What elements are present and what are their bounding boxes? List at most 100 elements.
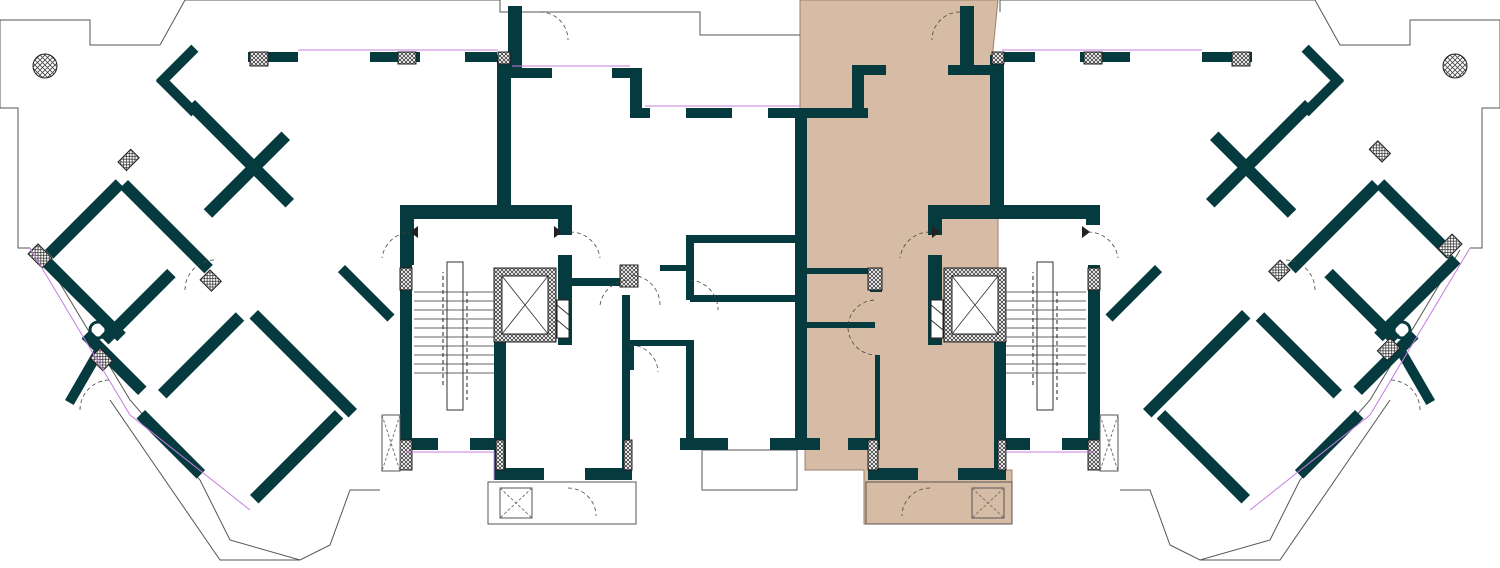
pillar bbox=[399, 439, 413, 471]
pillar bbox=[867, 439, 879, 471]
pillar bbox=[1376, 337, 1401, 362]
hatched-pillars bbox=[27, 51, 1463, 471]
right-terrace-bottom bbox=[1120, 249, 1461, 561]
wall bbox=[852, 65, 886, 75]
wall bbox=[622, 295, 630, 445]
door-arc-icon bbox=[847, 327, 877, 356]
pillar bbox=[397, 51, 417, 65]
wall bbox=[1105, 265, 1163, 322]
vent-box bbox=[1099, 414, 1119, 472]
pillar bbox=[27, 243, 53, 269]
wall bbox=[1086, 205, 1100, 225]
door-arc-icon bbox=[899, 231, 931, 259]
pillar bbox=[495, 439, 505, 471]
wall bbox=[1210, 131, 1297, 218]
left-wing-walls bbox=[39, 44, 497, 504]
right-stair bbox=[1006, 261, 1086, 411]
wall bbox=[1003, 52, 1035, 62]
pillar bbox=[1231, 51, 1251, 67]
wall bbox=[1375, 179, 1455, 259]
wall bbox=[136, 410, 206, 479]
left-terrace-bottom bbox=[39, 249, 380, 561]
wall bbox=[686, 235, 798, 243]
wall bbox=[508, 68, 552, 78]
door-arc-icon bbox=[539, 11, 569, 41]
pillar bbox=[1437, 233, 1463, 259]
bottom-bay-outline bbox=[701, 449, 798, 491]
wall bbox=[875, 355, 880, 450]
wall bbox=[1255, 312, 1342, 399]
stair-arrow-icon bbox=[442, 272, 468, 400]
facade-line bbox=[406, 451, 495, 480]
wall bbox=[928, 205, 1100, 219]
wall bbox=[119, 180, 213, 274]
pillar bbox=[991, 51, 1005, 65]
door-arc-icon bbox=[567, 487, 597, 517]
pillar bbox=[117, 148, 140, 172]
wall bbox=[680, 438, 728, 450]
door-arc-icon bbox=[901, 487, 931, 517]
wall bbox=[612, 68, 642, 78]
wall bbox=[770, 438, 820, 450]
wall bbox=[249, 310, 357, 418]
pillar bbox=[1087, 267, 1101, 291]
pillar bbox=[249, 51, 269, 67]
right-terrace-outer bbox=[1470, 20, 1500, 249]
wall bbox=[497, 55, 511, 205]
door-marker-icon bbox=[554, 226, 562, 238]
wall bbox=[81, 330, 147, 396]
wall bbox=[690, 295, 796, 302]
left-bottom-balcony bbox=[487, 481, 637, 525]
pillar bbox=[997, 439, 1007, 471]
wall bbox=[585, 468, 625, 480]
wall bbox=[990, 55, 1004, 205]
wall bbox=[928, 205, 942, 235]
shaft-icon bbox=[930, 299, 944, 339]
pillar bbox=[399, 267, 413, 291]
wall bbox=[686, 235, 694, 300]
door-arc-icon bbox=[931, 11, 961, 41]
shaft-icon bbox=[556, 299, 570, 339]
wall bbox=[155, 74, 199, 117]
door-arc-icon bbox=[599, 279, 631, 306]
door-marker-icon bbox=[1082, 226, 1090, 238]
pillar bbox=[199, 269, 223, 292]
wall bbox=[400, 205, 414, 265]
right-terrace-diagonal bbox=[1200, 399, 1391, 561]
elevators bbox=[493, 267, 1007, 343]
column-icon bbox=[32, 53, 58, 79]
right-bottom-balcony bbox=[865, 481, 1013, 525]
door-arc-icon bbox=[1284, 259, 1316, 291]
wall bbox=[248, 52, 298, 62]
door-arc-icon bbox=[629, 344, 659, 373]
wall bbox=[960, 6, 974, 74]
pillar bbox=[1087, 439, 1101, 471]
pillar bbox=[1268, 259, 1291, 283]
facade-line bbox=[29, 247, 251, 511]
door-marker-icon bbox=[932, 226, 940, 238]
pillar bbox=[623, 439, 633, 471]
wall bbox=[203, 131, 290, 218]
wall bbox=[249, 410, 344, 504]
door-arc-icon bbox=[847, 299, 877, 326]
pillar bbox=[89, 347, 114, 372]
pillar bbox=[619, 264, 639, 288]
wall bbox=[1206, 100, 1314, 208]
wall bbox=[39, 255, 126, 342]
stair-arrow-icon bbox=[1032, 272, 1058, 400]
door-arc-icon bbox=[79, 379, 111, 411]
door-arc-icon bbox=[689, 279, 719, 311]
wall bbox=[1324, 268, 1400, 345]
wall bbox=[1287, 180, 1381, 274]
wall bbox=[795, 110, 807, 450]
wall bbox=[100, 268, 176, 345]
right-wing-walls bbox=[1003, 44, 1461, 504]
wall bbox=[868, 468, 918, 480]
wall bbox=[337, 265, 395, 322]
highlighted-unit[interactable] bbox=[799, 0, 1013, 525]
door-arc-icon bbox=[1087, 231, 1119, 259]
wall bbox=[558, 205, 572, 235]
wall bbox=[1143, 310, 1251, 418]
wall bbox=[1396, 348, 1435, 405]
